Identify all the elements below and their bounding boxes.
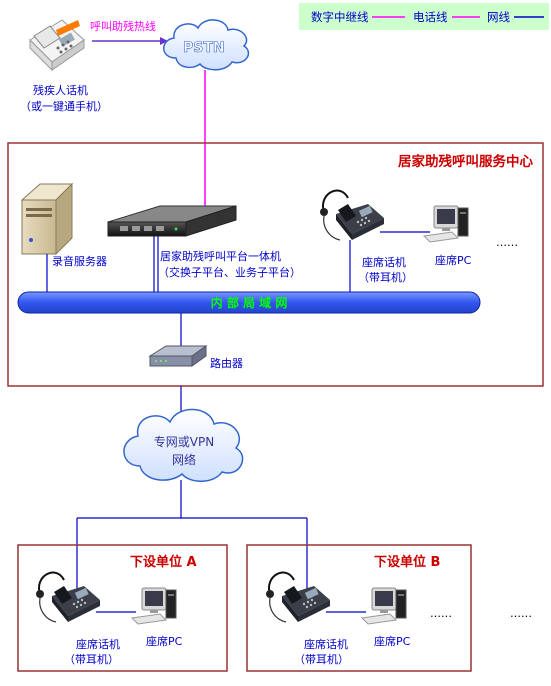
platform-server-icon — [107, 205, 237, 237]
unit-a-frame — [17, 544, 228, 672]
unit-b-seat-phone-label: 座席话机 — [304, 637, 348, 651]
pstn-label: PSTN — [183, 40, 225, 56]
vpn-cloud-icon — [123, 408, 244, 482]
unit-b-ellipsis: …… — [430, 607, 452, 620]
center-seat-pc-icon — [423, 205, 469, 243]
recording-server-label: 录音服务器 — [52, 254, 107, 268]
legend-label-phone-line: 电话线 — [413, 10, 448, 24]
unit-a-seat-pc-icon — [131, 587, 177, 625]
unit-b-title: 下设单位 B — [374, 554, 440, 570]
vpn-cloud-label: 专网或VPN — [154, 434, 214, 449]
service-center-frame — [7, 142, 544, 387]
legend-box — [299, 3, 549, 30]
center-seat-phone-label: 座席话机 — [362, 255, 406, 269]
lan-label: 内 部 局 域 网 — [211, 295, 288, 310]
hotline-label: 呼叫助残热线 — [90, 19, 156, 33]
recording-server-icon — [20, 182, 74, 256]
unit-a-title: 下设单位 A — [130, 554, 197, 570]
center-seat-pc-label: 座席PC — [435, 253, 472, 267]
unit-b-seat-pc-label: 座席PC — [374, 634, 411, 648]
unit-a-seat-pc-label: 座席PC — [146, 634, 183, 648]
unit-b-seat-pc-icon — [361, 587, 407, 625]
router-icon — [148, 345, 208, 367]
hotline-arrow-head — [160, 37, 168, 45]
center-ellipsis: …… — [496, 236, 518, 249]
unit-a-seat-phone-label: 座席话机 — [76, 637, 120, 651]
unit-b-frame — [246, 544, 472, 672]
disabled-person-phone-icon — [29, 19, 85, 72]
lan-bar — [17, 291, 481, 314]
unit-a-seat-phone-sublabel: （带耳机） — [64, 652, 119, 666]
legend-label-trunk: 数字中继线 — [311, 10, 369, 24]
disabled-phone-sublabel: （或一键通手机） — [20, 99, 108, 113]
unit-b-seat-phone-sublabel: （带耳机） — [294, 652, 349, 666]
pstn-cloud-icon — [163, 19, 250, 71]
platform-sublabel: （交换子平台、业务子平台） — [158, 265, 301, 279]
center-seat-phone-icon — [319, 189, 385, 241]
center-seat-phone-sublabel: （带耳机） — [358, 270, 413, 284]
unit-b-seat-phone-icon — [265, 571, 331, 623]
service-center-title: 居家助残呼叫服务中心 — [398, 153, 533, 170]
outside-ellipsis: …… — [510, 607, 532, 620]
unit-a-seat-phone-icon — [35, 571, 101, 623]
vpn-cloud-sublabel: 网络 — [172, 452, 196, 467]
router-label: 路由器 — [210, 356, 243, 370]
legend-label-network-cable: 网线 — [487, 10, 510, 24]
disabled-phone-label: 残疾人话机 — [33, 83, 88, 97]
platform-label: 居家助残呼叫平台一体机 — [160, 249, 281, 263]
